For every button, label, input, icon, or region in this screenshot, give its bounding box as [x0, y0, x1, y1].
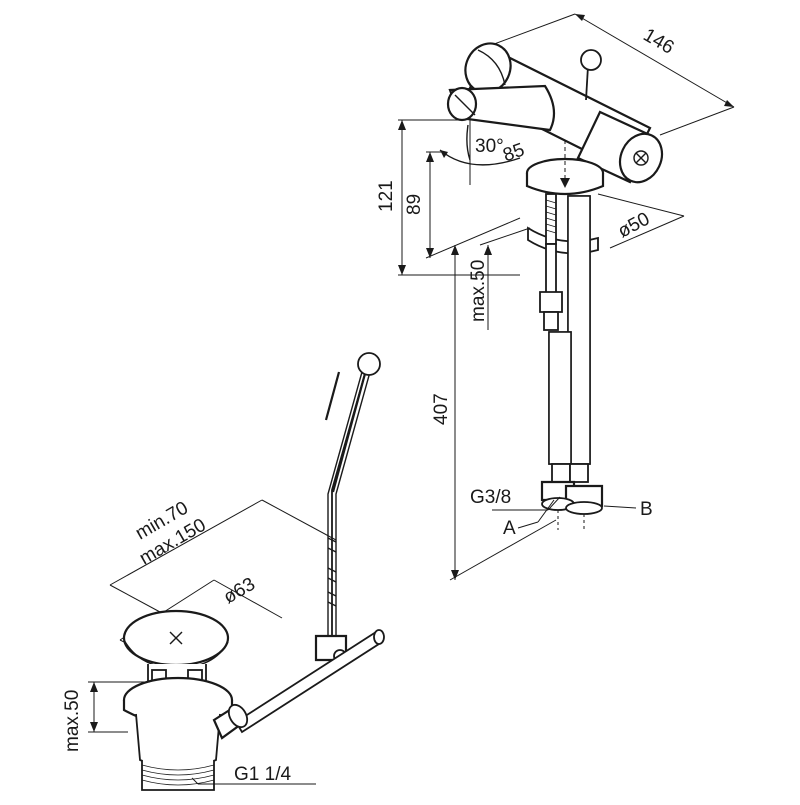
pop-up-rod	[585, 65, 589, 101]
stud-nut	[539, 291, 563, 313]
pop-up-knob	[580, 49, 602, 71]
dim-o50-text: ø50	[614, 208, 653, 242]
dim-70-150-line	[109, 499, 263, 586]
dim-o63-text: ø63	[220, 574, 259, 609]
pull-rod-knob	[357, 352, 381, 376]
dim-146-arrow-a	[575, 14, 585, 21]
dim-146-text: 146	[640, 25, 678, 59]
dim-121-text: 121	[376, 180, 397, 212]
pull-rod-outline	[327, 371, 371, 640]
stud-threads	[545, 199, 557, 234]
spout	[448, 84, 556, 132]
pop-up-waste: min.70 max.150 ø63	[62, 352, 385, 791]
pull-rod-path	[331, 369, 367, 640]
thread-g38-text: G3/8	[470, 487, 511, 508]
stud-nut-lower	[543, 311, 559, 331]
label-a: A	[503, 518, 516, 539]
fitting-b-sleeve	[569, 463, 589, 483]
angle-30-text: 30°	[475, 136, 504, 157]
pull-rod-upper	[331, 369, 368, 493]
dim-407-text: 407	[431, 393, 452, 425]
label-b: B	[640, 499, 653, 520]
thread-g114-text: G1 1/4	[234, 764, 291, 785]
handle-screw	[633, 150, 649, 166]
spout-outlet	[446, 86, 478, 122]
stud-lower	[545, 243, 557, 295]
linkage-rod	[234, 630, 384, 734]
faucet-mixer: 146 30° 85 121	[376, 13, 735, 581]
left-cap-highlight	[477, 49, 506, 86]
tail-threads	[141, 764, 215, 786]
fitting-a-sleeve	[551, 463, 571, 483]
swivel-arc	[466, 124, 471, 161]
dim-146-arrow-b	[724, 100, 734, 107]
dim-146-line	[574, 13, 735, 108]
dim-89-text: 89	[404, 194, 425, 215]
dim-50-line	[609, 215, 685, 249]
waste-body	[135, 713, 221, 769]
dim-146-ext-right	[659, 106, 735, 136]
dim-max50-top-text: max.50	[468, 260, 489, 322]
pull-rod-marks	[327, 537, 337, 607]
dim-max50-bottom-text: max.50	[62, 690, 83, 752]
